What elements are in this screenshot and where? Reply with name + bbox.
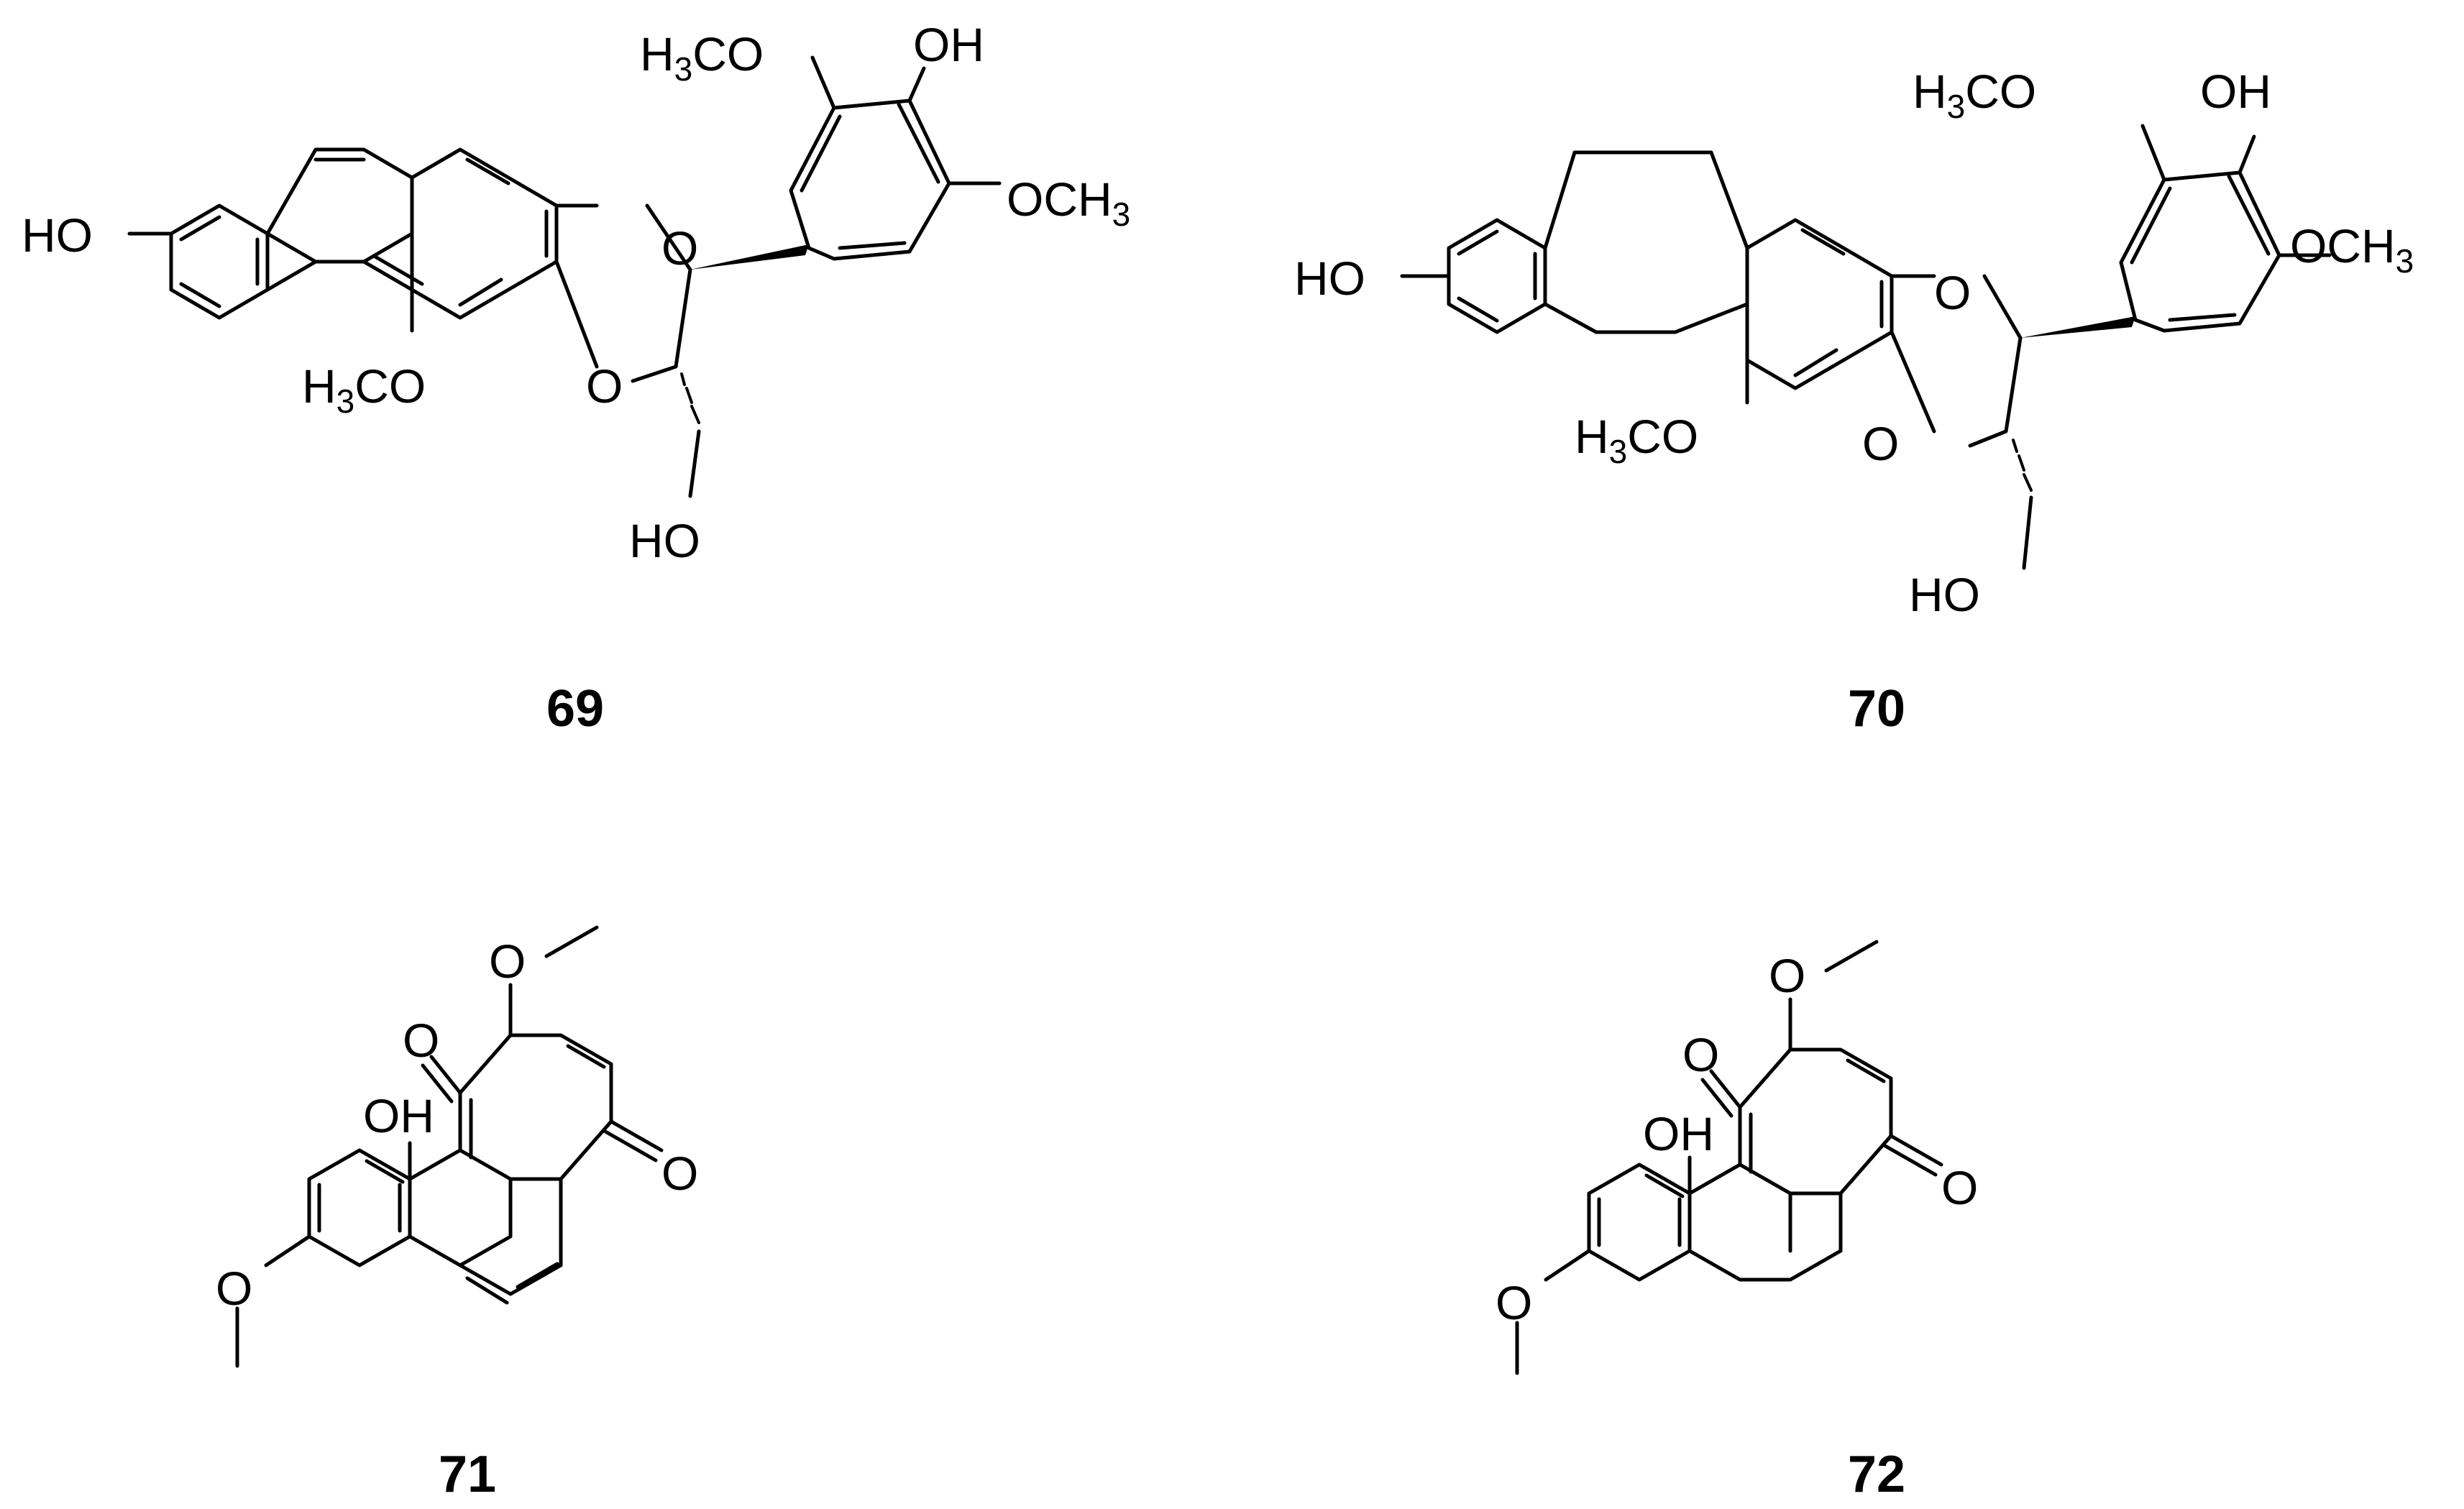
label-70-oh-top: OH bbox=[2200, 65, 2271, 118]
label-71-o-carbonyl-upper: O bbox=[403, 1014, 439, 1067]
compound-69: H3CO OH OCH3 HO H3CO O O HO 69 bbox=[22, 18, 1130, 738]
label-71-o-carbonyl-right: O bbox=[661, 1147, 698, 1200]
label-70-ho-ch2: HO bbox=[1909, 568, 1980, 621]
label-70-ring-o-lower: O bbox=[1862, 417, 1899, 470]
label-70-ring-o-upper: O bbox=[1934, 266, 1971, 319]
label-69-ho-left: HO bbox=[22, 208, 93, 262]
label-69-oh-top: OH bbox=[913, 18, 984, 71]
label-69-ome-right: OCH3 bbox=[1007, 173, 1130, 233]
label-71-o-methoxy-top: O bbox=[489, 935, 526, 988]
label-70-ome-right: OCH3 bbox=[2290, 219, 2414, 280]
label-71-o-methoxy-bottom: O bbox=[216, 1262, 252, 1315]
label-72-o-carbonyl-right: O bbox=[1941, 1161, 1978, 1214]
label-72-o-carbonyl-upper: O bbox=[1682, 1028, 1719, 1081]
compound-id-70: 70 bbox=[1848, 680, 1905, 738]
label-70-ho-left: HO bbox=[1294, 252, 1365, 305]
label-69-ho-ch2: HO bbox=[629, 514, 700, 567]
label-69-ome-bottom: H3CO bbox=[302, 359, 426, 420]
label-72-o-methoxy-bottom: O bbox=[1496, 1276, 1532, 1329]
compound-id-69: 69 bbox=[546, 680, 604, 738]
label-69-ring-o-upper: O bbox=[661, 221, 698, 275]
compound-id-71: 71 bbox=[439, 1446, 496, 1503]
label-69-ring-o-lower: O bbox=[586, 359, 623, 413]
compound-72: O O OH O O 72 bbox=[1496, 940, 1978, 1503]
compound-70: H3CO OH OCH3 HO H3CO O O HO 70 bbox=[1294, 65, 2414, 738]
label-72-o-methoxy-top: O bbox=[1769, 949, 1805, 1002]
label-70-ome-bottom: H3CO bbox=[1575, 410, 1698, 470]
label-72-oh: OH bbox=[1643, 1107, 1714, 1160]
label-69-ome-top: H3CO bbox=[640, 27, 764, 88]
compound-id-72: 72 bbox=[1848, 1446, 1905, 1503]
compound-71: O O OH O O 71 bbox=[216, 925, 698, 1503]
label-71-oh: OH bbox=[363, 1089, 434, 1142]
label-70-ome-top: H3CO bbox=[1913, 65, 2036, 125]
